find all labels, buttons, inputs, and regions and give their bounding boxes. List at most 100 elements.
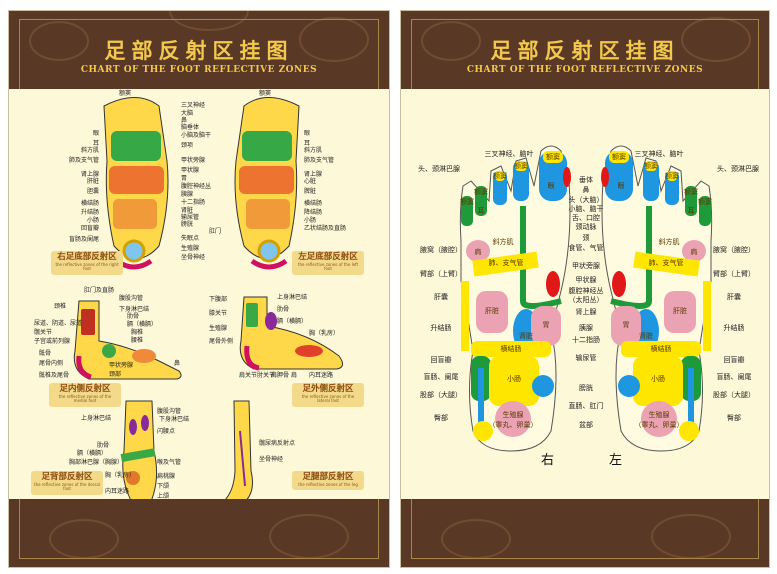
center-label: 膀胱 xyxy=(579,384,593,392)
zone-title: 右足底部反射区 xyxy=(57,252,117,262)
medial-label: 腰椎 xyxy=(131,337,144,344)
center-label: 十二指肠 xyxy=(572,336,600,344)
lateral-label: 下腹部 xyxy=(209,296,228,303)
poster-title: 足部反射区挂图 xyxy=(490,39,680,63)
zone-subtitle: the reflective zones of the medial foot xyxy=(58,393,112,404)
medial-label: 颈椎 xyxy=(54,303,67,310)
sole-center-label: 鼻 xyxy=(181,117,188,124)
sole-left-label: 升结肠 xyxy=(80,209,99,216)
inner-label-right-foot: 肩 xyxy=(474,248,482,256)
center-label: 腹腔神经丛 xyxy=(568,287,604,295)
inner-label-right-foot: 斜方肌 xyxy=(492,238,514,246)
zone-subtitle: the reflective zones of the leg xyxy=(298,481,358,487)
top-label: 三叉神经、脑叶 xyxy=(484,150,534,158)
medial-label: 子宫或前列腺 xyxy=(34,338,71,345)
zone-title: 足腿部反射区 xyxy=(302,472,354,482)
sole-left-label: 肝脏 xyxy=(86,178,99,185)
inner-label-right-foot: 横结肠 xyxy=(500,345,522,353)
sole-right-label: 额窦 xyxy=(259,90,272,97)
dorsal-label: 闪腰点 xyxy=(157,428,176,435)
dorsal-label: 下身淋巴结 xyxy=(159,416,190,423)
inner-label-left-foot: 额窦 xyxy=(684,188,698,196)
side-label-left-foot: 臀部 xyxy=(727,414,741,422)
side-label-right-foot: 肝囊 xyxy=(434,293,448,301)
poster-subtitle: CHART OF THE FOOT REFLECTIVE ZONES xyxy=(466,65,704,75)
sole-center-label: 腹腔神经丛 xyxy=(181,183,212,190)
inner-label-left-foot: 耳 xyxy=(687,207,695,215)
medial-label: 颈部 xyxy=(109,371,122,378)
lateral-label: 内耳迷路 xyxy=(309,372,334,379)
inner-label-left-foot: 眼 xyxy=(617,182,625,190)
header-band: 足部反射区挂图 CHART OF THE FOOT REFLECTIVE ZON… xyxy=(401,11,769,89)
medial-foot-illustration xyxy=(73,300,182,380)
inner-label-right-foot: 生殖腺 xyxy=(502,411,524,419)
top-label: 头、颈淋巴腺 xyxy=(418,165,460,173)
center-label: 头（大脑） xyxy=(568,196,604,204)
lateral-label: 肩胛骨 xyxy=(271,372,290,379)
sole-right-label: 降结肠 xyxy=(304,209,323,216)
medial-label: 髋关节 xyxy=(34,329,53,336)
sole-right-label: 眼 xyxy=(304,130,311,137)
side-label-right-foot: 臂部（上臂） xyxy=(420,270,462,278)
inner-label-left-foot: 额窦 xyxy=(612,153,626,161)
inner-label-left-foot: 额窦 xyxy=(644,162,658,170)
medial-label: 膈（横膈） xyxy=(127,321,158,328)
side-label-left-foot: 盲肠、阑尾 xyxy=(716,373,752,381)
dorsal-label: 喉及气管 xyxy=(157,459,182,466)
left-sole-illustration xyxy=(234,97,300,270)
sole-left-label: 横结肠 xyxy=(80,200,99,207)
zone-subtitle: the reflective zones of the dorsal foot xyxy=(34,481,100,492)
dorsal-label: 扁桃腺 xyxy=(157,473,176,480)
inner-label-right-foot: 肺、支气管 xyxy=(488,259,524,267)
sole-center-label: 甲状旁腺 xyxy=(181,157,206,164)
center-label: 胰腺 xyxy=(579,324,593,332)
medial-label: 尿道、阴道、尿道 xyxy=(34,320,83,327)
dorsal-label: 胸部淋巴腺（胸腺） xyxy=(69,459,124,466)
side-label-right-foot: 升结肠 xyxy=(430,324,452,332)
inner-label-right-foot: 耳 xyxy=(477,207,485,215)
sole-center-label: 膀胱 xyxy=(181,221,194,228)
inner-label-left-foot: 横结肠 xyxy=(650,345,672,353)
sole-left-label: 斜方肌 xyxy=(80,147,99,154)
sole-center-label: 小脑及脑干 xyxy=(181,132,212,139)
poster-title: 足部反射区挂图 xyxy=(104,39,294,63)
right-foot-label: 右 xyxy=(541,453,555,468)
center-label: 垂体 xyxy=(579,176,593,184)
sole-center-label: 颈项 xyxy=(181,142,194,149)
medial-label: 甲状旁腺 xyxy=(109,362,134,369)
right-sole-illustration xyxy=(103,97,169,270)
inner-label-right-foot: 肾脏 xyxy=(519,332,533,340)
sole-left-label: 小肠 xyxy=(86,217,99,224)
sole-left-label: 盲肠及阑尾 xyxy=(68,236,99,243)
center-label: 鼻 xyxy=(582,186,590,194)
lateral-label: 肩 xyxy=(291,372,298,379)
poster-left: 足部反射区挂图 CHART OF THE FOOT REFLECTIVE ZON… xyxy=(8,10,390,568)
inner-label-right-foot: 小肠 xyxy=(507,375,521,383)
foot-diagrams-left xyxy=(73,97,343,507)
inner-label-left-foot: 胃 xyxy=(622,321,630,329)
medial-label: 骶椎及尾骨 xyxy=(39,372,70,379)
footer-band xyxy=(9,499,389,567)
top-label: 头、颈淋巴腺 xyxy=(717,165,759,173)
inner-label-left-foot: 肺、支气管 xyxy=(648,259,684,267)
center-label: 直肠、肛门 xyxy=(568,402,604,410)
inner-label-right-foot: 额窦 xyxy=(474,188,488,196)
sole-right-label: 肺及支气管 xyxy=(304,157,335,164)
side-label-left-foot: 臂部（上臂） xyxy=(713,270,755,278)
inner-label-left-foot: （睾丸、卵巢） xyxy=(634,421,684,429)
center-label: 甲状旁腺 xyxy=(572,262,600,270)
center-label: 肾上腺 xyxy=(575,308,597,316)
sole-center-label: 大脑 xyxy=(181,110,194,117)
inner-label-right-foot: 眼 xyxy=(547,182,555,190)
inner-label-left-foot: 肝脏 xyxy=(673,307,687,315)
sole-center-label: 脑垂体 xyxy=(181,124,200,131)
center-label: 食管、气管 xyxy=(568,244,604,252)
medial-label: 腹股沟管 xyxy=(119,295,144,302)
inner-label-left-foot: 额窦 xyxy=(665,172,679,180)
sole-right-label: 乙状结肠及直肠 xyxy=(304,225,347,232)
poster-subtitle: CHART OF THE FOOT REFLECTIVE ZONES xyxy=(80,65,318,75)
medial-label: 肛门及直肠 xyxy=(84,287,115,294)
medial-label: 尾骨内侧 xyxy=(39,360,64,367)
